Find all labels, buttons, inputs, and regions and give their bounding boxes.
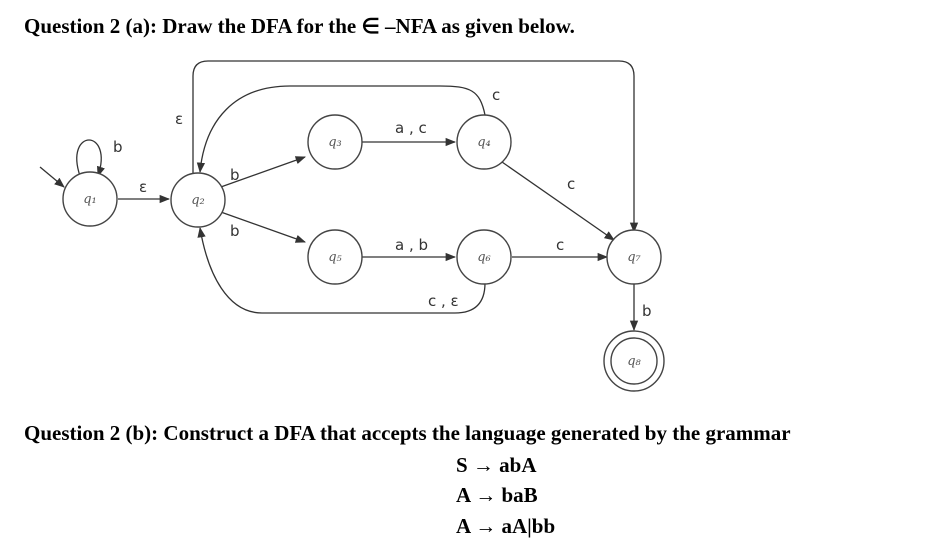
edge-label-q4-q7: c <box>567 175 575 193</box>
edge-q2-q5 <box>217 210 306 243</box>
edge-label-q4-q2: c <box>492 86 500 104</box>
edge-label-q2-q3: b <box>230 166 240 184</box>
edge-q4-q7 <box>501 161 615 241</box>
edge-label-q6-q7: c <box>556 236 564 254</box>
svg-text:q₆: q₆ <box>477 250 491 265</box>
state-q7: q₇ <box>606 229 662 285</box>
svg-text:q₃: q₃ <box>328 135 342 150</box>
svg-text:q₂: q₂ <box>191 193 205 208</box>
svg-text:q₅: q₅ <box>328 250 342 265</box>
edge-q2-q7 <box>192 60 639 234</box>
edge-label-q3-q4: a , c <box>395 119 427 137</box>
edge-label-q7-q8: b <box>642 302 652 320</box>
question-b-title: Question 2 (b): Construct a DFA that acc… <box>24 421 791 445</box>
edge-label-q1-q1: b <box>113 138 123 156</box>
edge-label-q2-q7: ε <box>175 110 183 128</box>
state-q2: q₂ <box>170 172 226 228</box>
svg-text:q₈: q₈ <box>627 354 641 369</box>
edge-label-q5-q6: a , b <box>395 236 428 254</box>
state-q5: q₅ <box>307 229 363 285</box>
edge-q4-q2 <box>196 85 486 174</box>
edge-label-q6-q2: c , ε <box>428 292 459 310</box>
question-a-title: Question 2 (a): Draw the DFA for the ∈ –… <box>24 14 575 38</box>
edge-label-q1-q2: ε <box>139 178 147 196</box>
state-q8: q₈ <box>603 330 665 392</box>
state-q6: q₆ <box>456 229 512 285</box>
state-q4: q₄ <box>456 114 512 170</box>
state-q1: q₁ <box>62 171 118 227</box>
svg-text:q₇: q₇ <box>627 250 641 265</box>
grammar-rule-2: A → baB <box>456 483 538 507</box>
svg-text:q₄: q₄ <box>477 135 491 150</box>
start-arrow <box>39 166 65 188</box>
edge-q1-q1 <box>76 139 105 177</box>
svg-text:q₁: q₁ <box>83 192 97 207</box>
grammar-rule-1: S → abA <box>456 453 537 477</box>
grammar-rule-3: A → aA|bb <box>456 514 556 538</box>
edge-label-q2-q5: b <box>230 222 240 240</box>
edge-q2-q3 <box>217 156 306 189</box>
edge-q6-q2 <box>197 226 486 314</box>
state-q3: q₃ <box>307 114 363 170</box>
